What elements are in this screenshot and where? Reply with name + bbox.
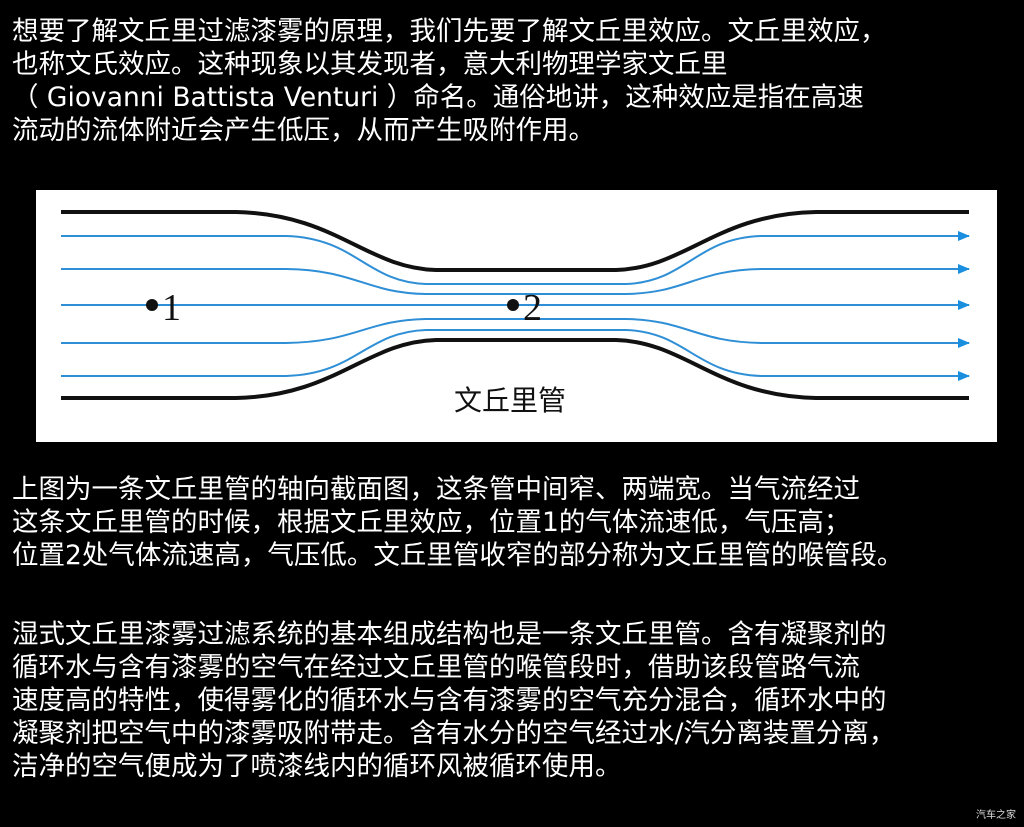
tube-walls [61, 210, 969, 400]
system-line: 速度高的特性，使得雾化的循环水与含有漆雾的空气充分混合，循环水中的 [12, 685, 887, 716]
intro-paragraph: 想要了解文丘里过滤漆雾的原理，我们先要了解文丘里效应。文丘里效应， 也称文氏效应… [12, 15, 1020, 147]
explanation-line: 上图为一条文丘里管的轴向截面图，这条管中间窄、两端宽。当气流经过 [12, 474, 860, 505]
watermark: 汽车之家 [976, 810, 1016, 821]
streamline-5 [61, 329, 970, 381]
venturi-tube-svg: 1 2 文丘里管 [61, 210, 970, 417]
intro-line: 也称文氏效应。这种现象以其发现者，意大利物理学家文丘里 [12, 49, 728, 80]
explanation-line: 位置2处气体流速高，气压低。文丘里管收窄的部分称为文丘里管的喉管段。 [12, 540, 904, 571]
streamline-4 [61, 318, 970, 348]
point-1-label: 1 [162, 287, 181, 329]
point-2-label: 2 [523, 287, 542, 329]
explanation-line: 这条文丘里管的时候，根据文丘里效应，位置1的气体流速低，气压高； [12, 507, 851, 538]
point-2-marker [507, 299, 519, 311]
system-line: 循环水与含有漆雾的空气在经过文丘里管的喉管段时，借助该段管路气流 [12, 652, 860, 683]
point-1-marker [146, 299, 158, 311]
venturi-tube-diagram: 1 2 文丘里管 [36, 190, 997, 442]
tube-wall-top [61, 210, 969, 272]
system-line: 洁净的空气便成为了喷漆线内的循环风被循环使用。 [12, 751, 622, 782]
diagram-caption: 文丘里管 [454, 384, 566, 417]
streamline-2 [61, 264, 970, 295]
intro-line: 流动的流体附近会产生低压，从而产生吸附作用。 [12, 115, 595, 146]
system-paragraph: 湿式文丘里漆雾过滤系统的基本组成结构也是一条文丘里管。含有凝聚剂的 循环水与含有… [12, 618, 1020, 783]
system-line: 凝聚剂把空气中的漆雾吸附带走。含有水分的空气经过水/汽分离装置分离， [12, 718, 896, 749]
streamline-1 [61, 231, 970, 285]
intro-line: 想要了解文丘里过滤漆雾的原理，我们先要了解文丘里效应。文丘里效应， [12, 16, 887, 47]
intro-line: （ Giovanni Battista Venturi ）命名。通俗地讲，这种效… [12, 82, 864, 113]
system-line: 湿式文丘里漆雾过滤系统的基本组成结构也是一条文丘里管。含有凝聚剂的 [12, 619, 887, 650]
tube-wall-bottom [61, 338, 969, 400]
explanation-paragraph: 上图为一条文丘里管的轴向截面图，这条管中间窄、两端宽。当气流经过 这条文丘里管的… [12, 473, 1020, 572]
